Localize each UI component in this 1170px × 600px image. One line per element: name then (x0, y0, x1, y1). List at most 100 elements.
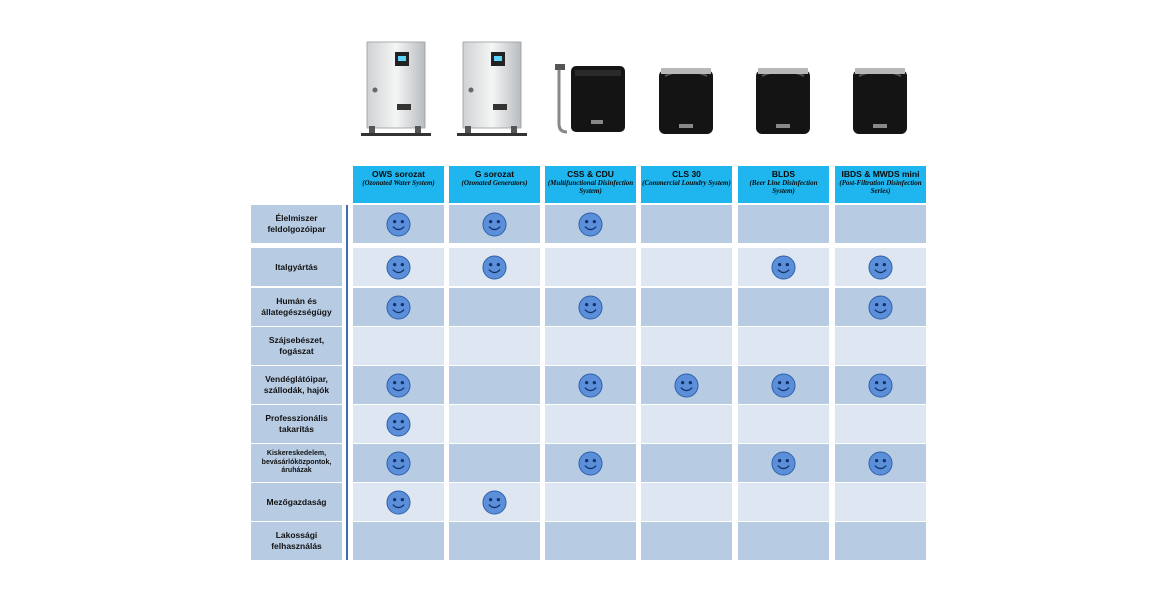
smiley-icon (482, 211, 507, 237)
row-header-8: Mezőgazdaság (251, 483, 342, 521)
table-cell (449, 483, 540, 521)
column-header-5: BLDS(Beer Line Disinfection System) (738, 166, 829, 203)
row-header-7: Kiskereskedelem, bevásárlóközpontok, áru… (251, 444, 342, 482)
table-cell (449, 444, 540, 482)
column-name: G sorozat (474, 169, 515, 179)
row-label: Élelmiszer feldolgozóipar (267, 213, 326, 234)
table-cell (545, 483, 636, 521)
table-cell (353, 483, 444, 521)
smiley-icon (868, 294, 893, 320)
table-cell (835, 327, 926, 365)
table-cell (545, 205, 636, 243)
smiley-icon (578, 450, 603, 476)
product-image-6 (835, 36, 925, 140)
row-label: Professzionális takarítás (265, 413, 328, 434)
table-cell (835, 205, 926, 243)
table-cell (641, 483, 732, 521)
smiley-icon (578, 372, 603, 398)
table-cell (738, 405, 829, 443)
table-cell (545, 288, 636, 326)
smiley-icon (771, 372, 796, 398)
table-cell (835, 288, 926, 326)
product-image-5 (738, 36, 828, 140)
column-header-6: IBDS & MWDS mini(Post-Filtration Disinfe… (835, 166, 926, 203)
table-cell (545, 248, 636, 286)
table-cell (641, 327, 732, 365)
table-cell (545, 366, 636, 404)
table-cell (738, 522, 829, 560)
table-cell (738, 444, 829, 482)
smiley-icon (868, 450, 893, 476)
smiley-icon (386, 450, 411, 476)
table-cell (835, 522, 926, 560)
smiley-icon (771, 254, 796, 280)
table-cell (545, 405, 636, 443)
row-header-9: Lakossági felhasználás (251, 522, 342, 560)
table-cell (641, 444, 732, 482)
row-label: Szájsebészet, fogászat (268, 335, 325, 356)
smiley-icon (386, 294, 411, 320)
column-header-2: G sorozat(Ozonated Generators) (449, 166, 540, 203)
product-image-3 (545, 36, 635, 140)
table-cell (353, 205, 444, 243)
table-cell (449, 366, 540, 404)
smiley-icon (386, 372, 411, 398)
table-cell (353, 327, 444, 365)
smiley-icon (868, 254, 893, 280)
row-header-2: Italgyártás (251, 248, 342, 286)
table-cell (353, 522, 444, 560)
column-name: OWS sorozat (372, 169, 425, 179)
smiley-icon (674, 372, 699, 398)
column-subtitle: (Multifunctional Disinfection System) (547, 179, 634, 195)
table-cell (353, 405, 444, 443)
smiley-icon (482, 254, 507, 280)
smiley-icon (771, 450, 796, 476)
table-cell (641, 205, 732, 243)
table-cell (545, 444, 636, 482)
column-subtitle: (Commercial Loundry System) (642, 179, 731, 187)
row-label: Mezőgazdaság (266, 496, 327, 507)
table-cell (353, 248, 444, 286)
column-name: IBDS & MWDS mini (841, 169, 920, 179)
row-header-6: Professzionális takarítás (251, 405, 342, 443)
smiley-icon (386, 211, 411, 237)
column-header-1: OWS sorozat(Ozonated Water System) (353, 166, 444, 203)
column-header-3: CSS & CDU(Multifunctional Disinfection S… (545, 166, 636, 203)
table-cell (738, 327, 829, 365)
row-label: Kiskereskedelem, bevásárlóközpontok, áru… (261, 450, 332, 475)
table-cell (641, 248, 732, 286)
table-cell (449, 405, 540, 443)
table-cell (738, 288, 829, 326)
table-cell (545, 522, 636, 560)
smiley-icon (386, 411, 411, 437)
column-subtitle: (Post-Filtration Disinfection Series) (839, 179, 922, 195)
table-cell (353, 366, 444, 404)
smiley-icon (578, 294, 603, 320)
row-header-3: Humán és állategészségügy (251, 288, 342, 326)
table-cell (641, 405, 732, 443)
table-cell (835, 405, 926, 443)
row-divider-line (346, 205, 348, 560)
smiley-icon (868, 372, 893, 398)
table-cell (835, 444, 926, 482)
column-name: BLDS (771, 169, 796, 179)
row-label: Italgyártás (275, 261, 318, 272)
table-cell (835, 483, 926, 521)
table-cell (835, 366, 926, 404)
table-cell (449, 288, 540, 326)
column-header-4: CLS 30(Commercial Loundry System) (641, 166, 732, 203)
product-image-2 (449, 36, 539, 140)
column-subtitle: (Ozonated Generators) (461, 179, 528, 187)
column-subtitle: (Beer Line Disinfection System) (749, 179, 818, 195)
table-cell (449, 205, 540, 243)
table-cell (738, 248, 829, 286)
table-cell (353, 288, 444, 326)
table-cell (738, 205, 829, 243)
table-cell (449, 327, 540, 365)
table-cell (738, 483, 829, 521)
table-cell (353, 444, 444, 482)
smiley-icon (482, 489, 507, 515)
column-subtitle: (Ozonated Water System) (362, 179, 435, 187)
table-cell (641, 522, 732, 560)
